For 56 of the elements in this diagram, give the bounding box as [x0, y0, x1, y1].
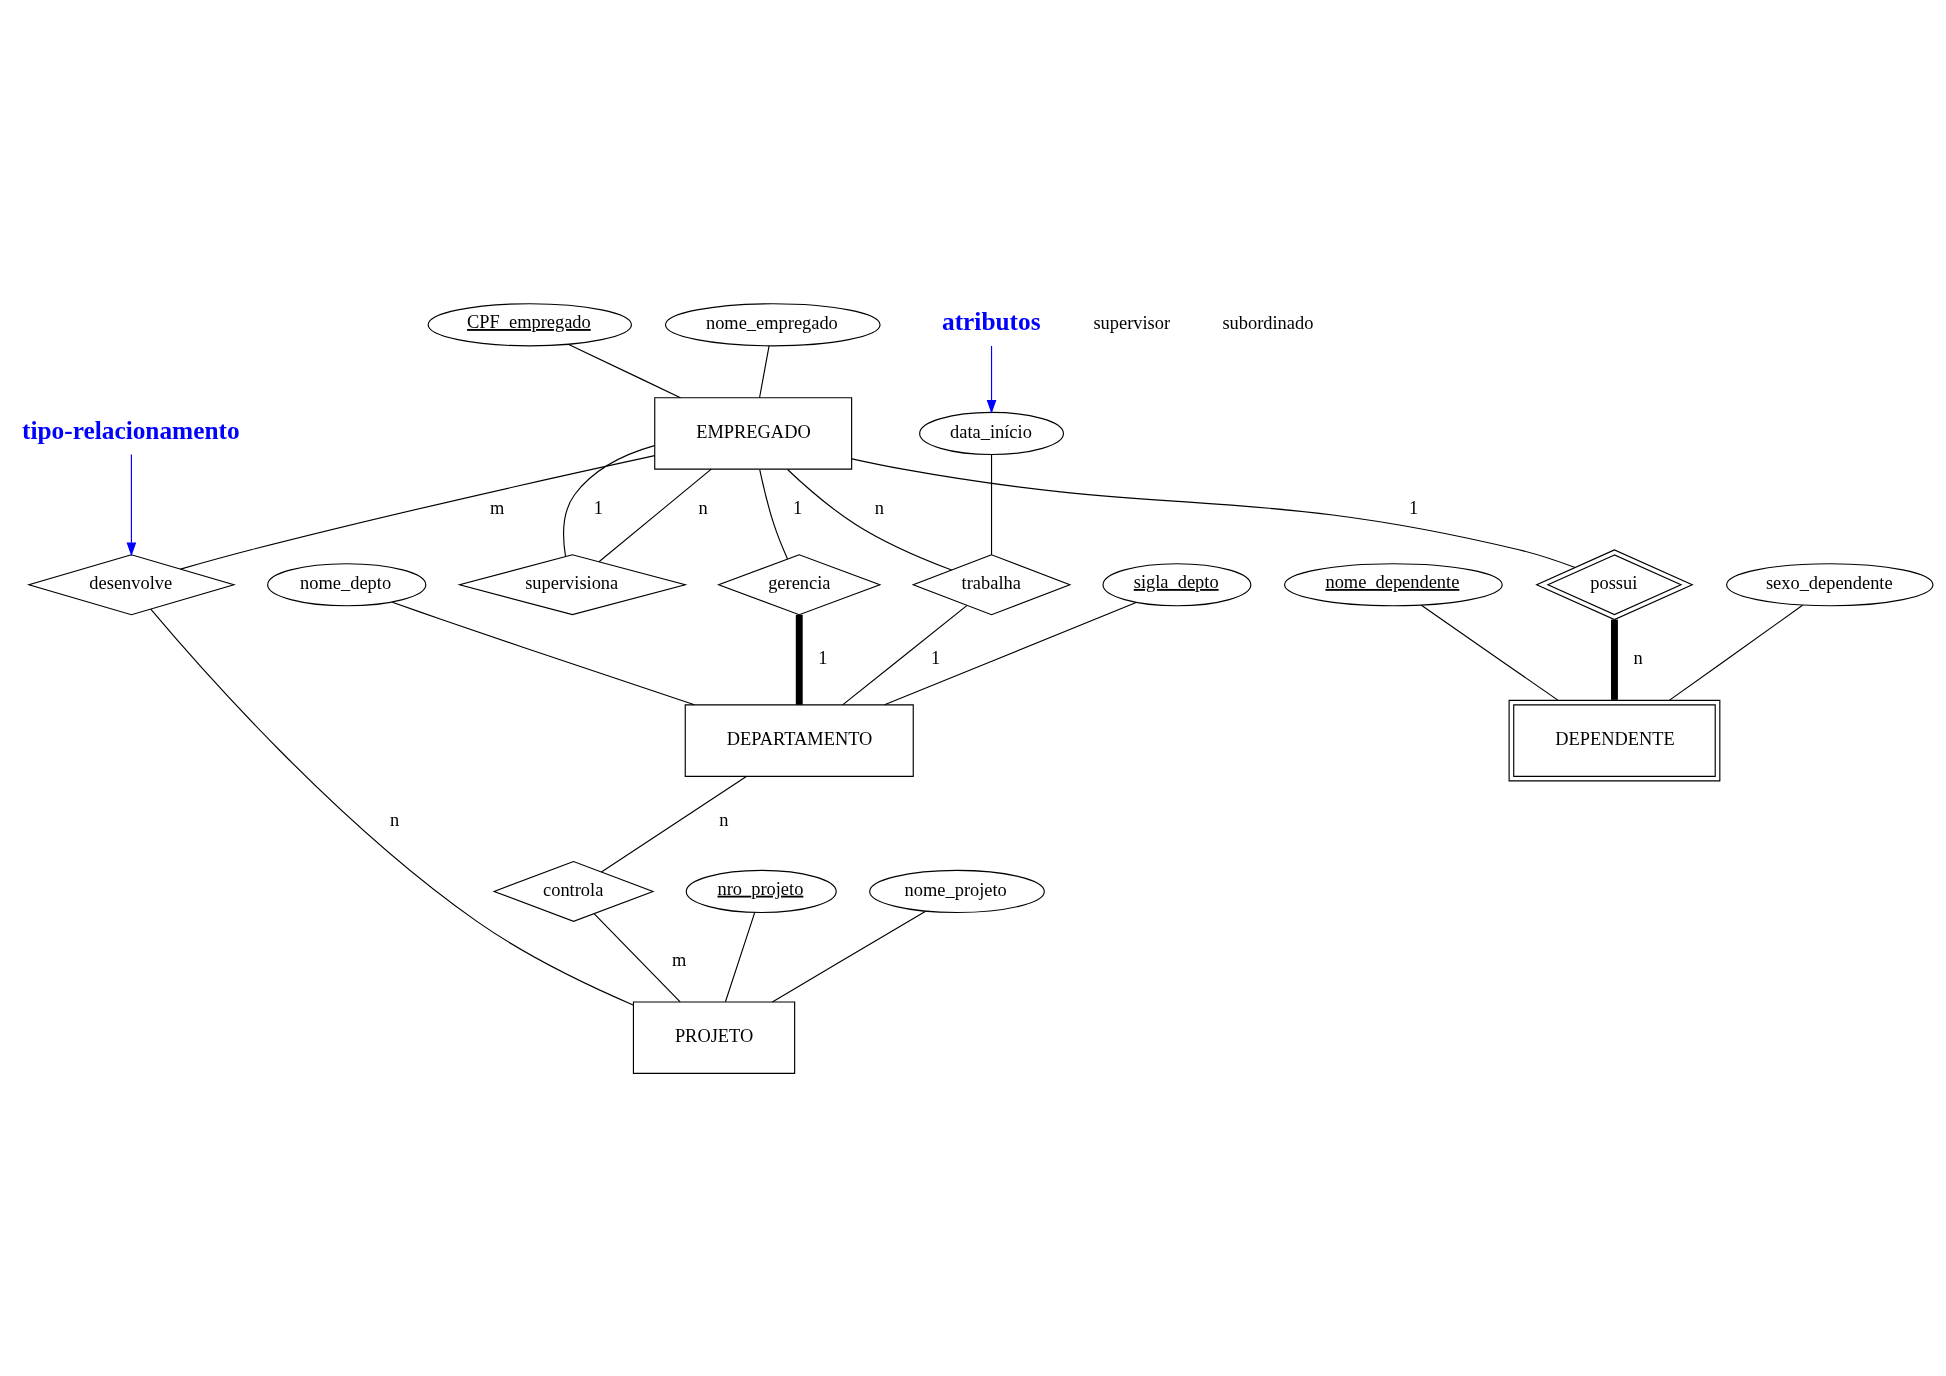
edge-label: 1 — [792, 497, 803, 518]
node-diamond: desenvolve — [26, 553, 236, 615]
edge-label: n — [389, 809, 400, 830]
node-ellipse: sexo_dependente — [1726, 562, 1934, 606]
node-box: DEPARTAMENTO — [684, 703, 914, 777]
connector — [758, 344, 770, 398]
node-ellipse: data_início — [919, 411, 1065, 455]
edge-label: n — [1633, 647, 1643, 668]
node-ellipse: nome_empregado — [664, 302, 881, 346]
node-diamond: gerencia — [717, 553, 882, 615]
edge-label: 1 — [931, 647, 941, 668]
connector — [598, 468, 712, 562]
node-ellipse: nro_projeto — [685, 869, 837, 913]
connector — [759, 468, 789, 559]
connector — [150, 608, 634, 1005]
edge-label: 1 — [1408, 497, 1419, 518]
node-ellipse: nome_dependente — [1284, 562, 1503, 606]
edge-label: 1 — [593, 497, 603, 518]
arrow — [126, 453, 137, 556]
edge-label: n — [874, 497, 884, 518]
edge-label: 1 — [818, 647, 828, 668]
node-text: atributos — [942, 306, 1041, 335]
connector — [851, 457, 1576, 568]
node-ellipse: nome_depto — [267, 562, 427, 606]
node-box: EMPREGADO — [654, 396, 853, 470]
node-diamond: trabalha — [911, 553, 1072, 615]
node-text: tipo-relacionamento — [22, 415, 240, 444]
node-diamond: controla — [492, 860, 655, 922]
edge-label: n — [698, 497, 708, 518]
node-box: PROJETO — [632, 1000, 796, 1074]
node-ellipse: sigla_depto — [1102, 562, 1252, 606]
node-diamond: possui — [1535, 548, 1694, 620]
connector — [563, 444, 655, 557]
connector — [600, 775, 747, 873]
connector — [724, 911, 756, 1002]
node-box: DEPENDENTE — [1508, 699, 1721, 781]
node-ellipse: nome_projeto — [869, 869, 1045, 913]
connector — [1420, 604, 1559, 701]
label: supervisor — [1093, 312, 1171, 333]
edge-label: m — [672, 949, 687, 970]
label: subordinado — [1222, 312, 1314, 333]
connector — [842, 604, 968, 705]
connector — [179, 454, 656, 570]
edge-label: m — [490, 497, 505, 518]
arrow — [986, 344, 997, 414]
connector — [990, 453, 993, 555]
node-diamond: supervisiona — [457, 553, 688, 615]
connector — [593, 912, 681, 1002]
connector — [1669, 604, 1804, 701]
edge-label: n — [719, 809, 729, 830]
connector — [771, 910, 926, 1003]
connector — [391, 601, 695, 705]
connector — [568, 343, 682, 398]
connector — [884, 601, 1137, 705]
connector — [786, 468, 953, 570]
node-ellipse: CPF_empregado — [427, 302, 633, 346]
